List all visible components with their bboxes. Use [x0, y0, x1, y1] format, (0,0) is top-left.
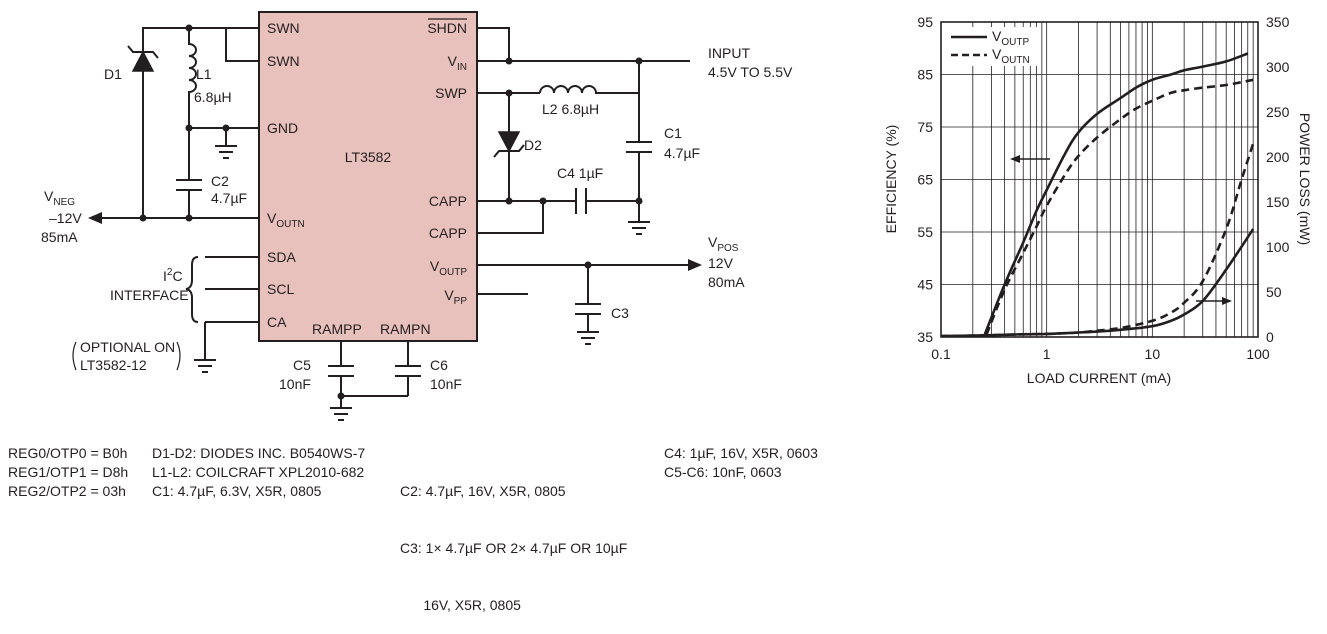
label-c6: C6: [430, 357, 448, 373]
y-left-tick-label: 85: [917, 67, 933, 83]
label-c1-val: 4.7µF: [664, 145, 700, 161]
pin-capp-2: CAPP: [429, 225, 467, 241]
label-c6-val: 10nF: [430, 376, 462, 392]
x-tick-label: 100: [1246, 346, 1270, 362]
efficiency-axis-arrow: [1010, 155, 1050, 163]
y-left-tick-label: 95: [917, 14, 933, 30]
pin-swn-1: SWN: [267, 20, 300, 36]
label-c2-val: 4.7µF: [211, 190, 247, 206]
note-line: C5-C6: 10nF, 0603: [664, 464, 782, 480]
label-c4: C4 1µF: [557, 165, 603, 181]
note-line: REG2/OTP2 = 03h: [8, 483, 126, 499]
pin-rampp: RAMPP: [312, 321, 362, 337]
label-interface: INTERFACE: [110, 287, 189, 303]
y-axis-label-left: EFFICIENCY (%): [883, 125, 899, 234]
pin-swp: SWP: [435, 85, 467, 101]
label-vneg-current: 85mA: [41, 229, 78, 245]
plot-frame: [940, 21, 1259, 338]
y-right-tick-label: 50: [1266, 284, 1282, 300]
pin-vin: VIN: [448, 53, 467, 73]
y-left-tick-label: 65: [917, 172, 933, 188]
y-right-tick-label: 350: [1266, 14, 1290, 30]
label-l1-val: 6.8µH: [194, 89, 232, 105]
label-vneg-volt: –12V: [49, 210, 82, 226]
label-c5: C5: [293, 357, 311, 373]
note-line: REG1/OTP1 = D8h: [8, 464, 129, 480]
note-line: C2: 4.7µF, 16V, X5R, 0805: [400, 483, 566, 499]
y-right-tick-label: 200: [1266, 149, 1290, 165]
label-input: INPUT: [708, 45, 750, 61]
pin-ca: CA: [267, 314, 287, 330]
notes-col-1: REG0/OTP0 = B0h REG1/OTP1 = D8h REG2/OTP…: [8, 444, 128, 501]
series-line-0: [983, 52, 1249, 335]
series-line-1: [985, 78, 1254, 335]
label-optional-2: LT3582-12: [80, 357, 147, 373]
y-right-tick-label: 100: [1266, 239, 1290, 255]
label-vpos: VPOS: [708, 234, 739, 254]
power-loss-axis-arrow: [1196, 297, 1232, 305]
pin-swn-2: SWN: [267, 53, 300, 69]
label-vpos-current: 80mA: [708, 274, 745, 290]
label-c3: C3: [611, 305, 629, 321]
label-vneg: VNEG: [44, 188, 75, 208]
y-right-tick-label: 300: [1266, 59, 1290, 75]
note-line: C1: 4.7µF, 6.3V, X5R, 0805: [152, 483, 322, 499]
label-c1: C1: [664, 125, 682, 141]
x-tick-label: 1: [1043, 346, 1051, 362]
pin-rampn: RAMPN: [380, 321, 431, 337]
pin-scl: SCL: [267, 281, 294, 297]
label-input-range: 4.5V TO 5.5V: [708, 64, 793, 80]
y-left-tick-label: 45: [917, 277, 933, 293]
note-line: 16V, X5R, 0805: [400, 597, 521, 613]
circuit-schematic: SWN SWN GND VOUTN SDA SCL CA SHDN VIN SW…: [41, 11, 793, 421]
note-line: C3: 1× 4.7µF OR 2× 4.7µF OR 10µF: [400, 540, 628, 556]
notes-col-2: D1-D2: DIODES INC. B0540WS-7 L1-L2: COIL…: [152, 444, 365, 501]
pin-voutn: VOUTN: [267, 210, 305, 230]
y-axis-label-right: POWER LOSS (mW): [1297, 113, 1313, 245]
x-tick-label: 0.1: [931, 346, 951, 362]
label-c2: C2: [211, 173, 229, 189]
pin-voutp: VOUTP: [430, 258, 467, 278]
pin-sda: SDA: [267, 249, 296, 265]
ic-body: [258, 11, 478, 342]
legend-voutn: VOUTN: [992, 46, 1030, 66]
pin-capp-1: CAPP: [429, 193, 467, 209]
y-right-tick-label: 150: [1266, 194, 1290, 210]
chart-ticks: 0.1 1 10 100 35 45 55 65 75 85 95 0 50 100 150 200 250 30…: [917, 14, 1289, 362]
note-line: C4: 1µF, 16V, X5R, 0603: [664, 445, 818, 461]
legend-voutp: VOUTP: [992, 28, 1029, 48]
note-line: REG0/OTP0 = B0h: [8, 445, 128, 461]
y-right-tick-label: 250: [1266, 104, 1290, 120]
ic-name: LT3582: [345, 149, 392, 165]
pin-shdn: SHDN: [427, 20, 467, 36]
notes-col-4: C4: 1µF, 16V, X5R, 0603 C5-C6: 10nF, 060…: [664, 444, 818, 482]
y-left-tick-label: 35: [917, 329, 933, 345]
label-l1: L1: [196, 66, 212, 82]
y-left-tick-label: 55: [917, 224, 933, 240]
label-vpos-volt: 12V: [708, 255, 734, 271]
y-left-tick-label: 75: [917, 119, 933, 135]
label-d2: D2: [524, 137, 542, 153]
label-l2: L2 6.8µH: [542, 101, 599, 117]
x-tick-label: 10: [1145, 346, 1161, 362]
efficiency-chart: 0.1 1 10 100 35 45 55 65 75 85 95 0 50 100 150 200 250 30…: [883, 14, 1313, 386]
label-optional-1: OPTIONAL ON: [80, 339, 175, 355]
label-c5-val: 10nF: [279, 376, 311, 392]
note-line: D1-D2: DIODES INC. B0540WS-7: [152, 445, 366, 461]
label-i2c: I2C: [163, 267, 183, 284]
y-right-tick-label: 0: [1266, 329, 1274, 345]
series-line-3: [940, 143, 1255, 338]
x-axis-label: LOAD CURRENT (mA): [1027, 370, 1171, 386]
note-line: L1-L2: COILCRAFT XPL2010-682: [152, 464, 365, 480]
pin-gnd: GND: [267, 120, 298, 136]
pin-vpp: VPP: [444, 287, 467, 307]
label-d1: D1: [104, 66, 122, 82]
chart-legend: VOUTP VOUTN: [947, 27, 1039, 66]
